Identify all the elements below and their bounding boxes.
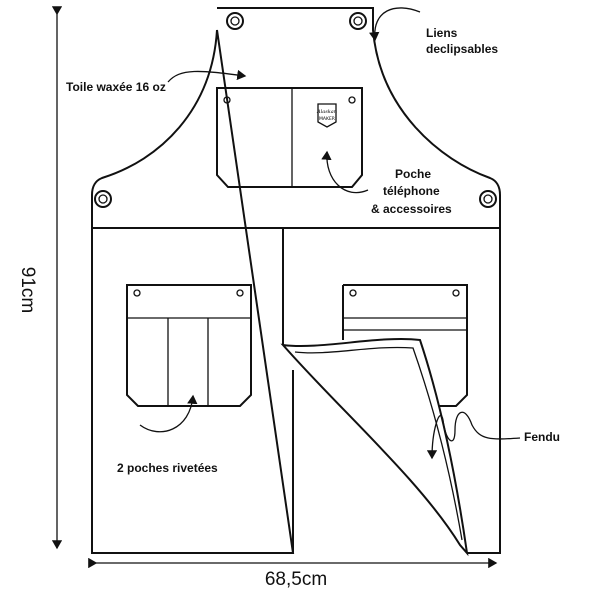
brand-logo: Alaskan MAKER bbox=[316, 103, 337, 128]
right-pocket bbox=[342, 284, 468, 407]
label-pocket-3: & accessoires bbox=[371, 202, 452, 216]
height-dimension: 91cm bbox=[17, 267, 38, 313]
width-dimension: 68,5cm bbox=[265, 569, 327, 590]
grommet-icons bbox=[94, 12, 497, 208]
fabric-arrow bbox=[167, 69, 247, 83]
split-arrow bbox=[426, 411, 521, 460]
left-pocket bbox=[126, 284, 252, 407]
riveted-arrow bbox=[139, 394, 198, 433]
svg-text:MAKER: MAKER bbox=[319, 116, 335, 122]
label-fabric: Toile waxée 16 oz bbox=[66, 80, 166, 94]
label-ties-2: declipsables bbox=[426, 42, 498, 56]
apron-outline bbox=[91, 7, 501, 554]
label-split: Fendu bbox=[524, 430, 560, 444]
label-riveted: 2 poches rivetées bbox=[117, 461, 218, 475]
chest-pocket bbox=[216, 87, 363, 188]
label-ties-1: Liens bbox=[426, 26, 458, 40]
pocket-arrow bbox=[321, 150, 369, 194]
label-pocket-1: Poche bbox=[395, 167, 431, 181]
svg-text:Alaskan: Alaskan bbox=[316, 109, 337, 115]
folded-flap bbox=[280, 337, 469, 557]
label-pocket-2: téléphone bbox=[383, 184, 440, 198]
ties-arrow bbox=[369, 7, 421, 42]
